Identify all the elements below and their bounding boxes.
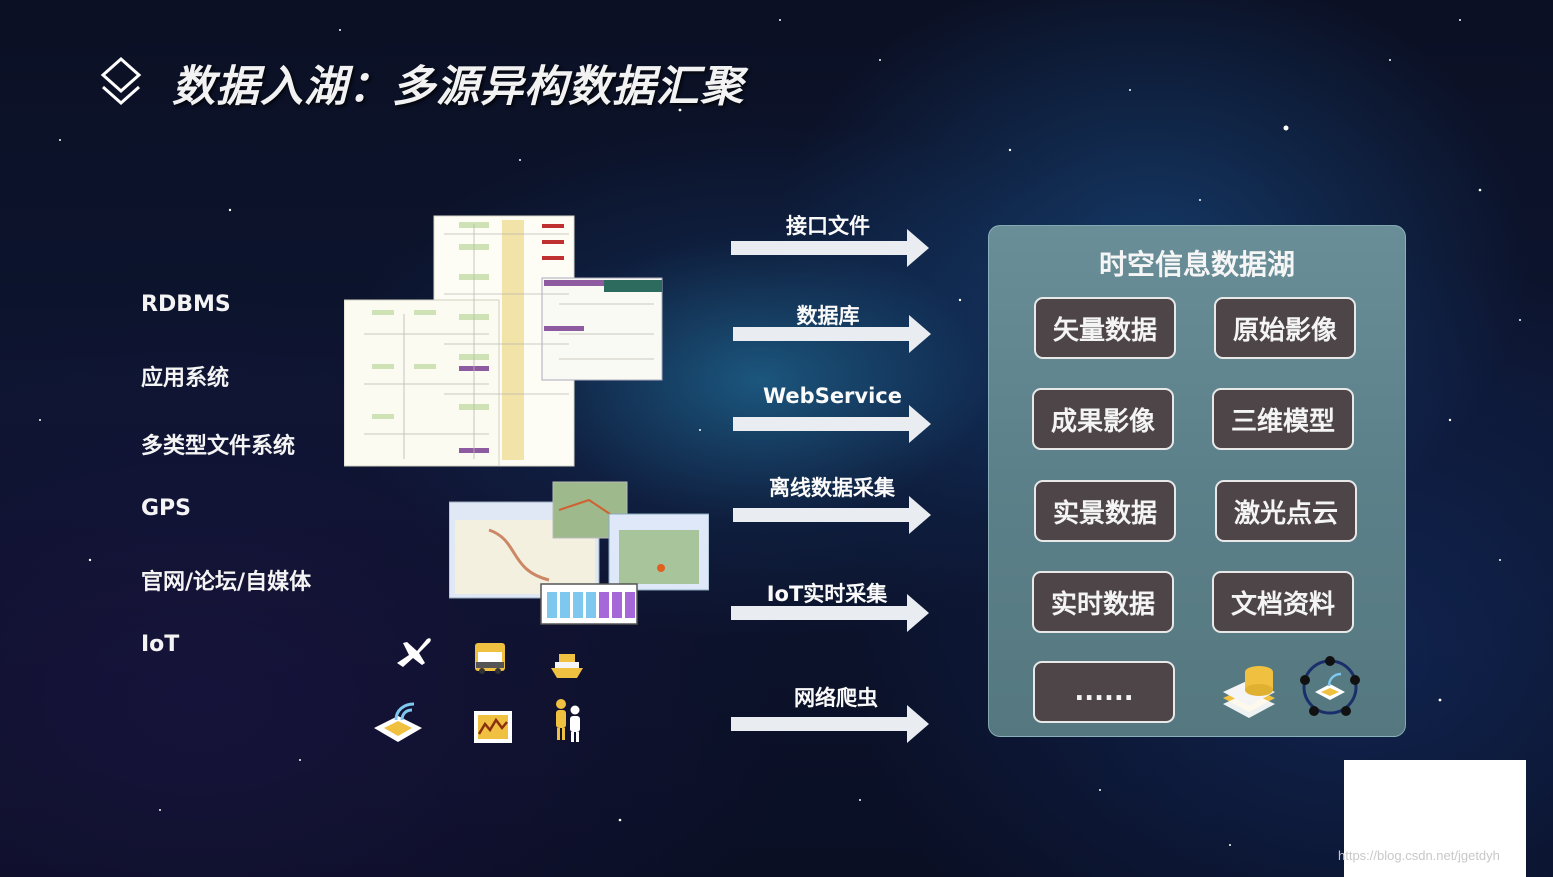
arrow-label-interface-file: 接口文件 [786, 214, 870, 238]
arrow-iot-realtime [731, 594, 929, 632]
lake-cell-reality-data: 实景数据 [1034, 480, 1176, 542]
arrow-label-webservice: WebService [763, 384, 902, 408]
diamond-logo-icon [100, 57, 142, 106]
arrow-label-iot-realtime: IoT实时采集 [766, 582, 888, 606]
lake-cell-result-imagery: 成果影像 [1032, 388, 1174, 450]
arrow-web-crawler [731, 705, 929, 743]
watermark-box [1344, 760, 1526, 877]
arrow-offline-collection [733, 496, 931, 534]
arrow-webservice [733, 405, 931, 443]
lake-cell-vector-data: 矢量数据 [1034, 297, 1176, 359]
arrow-label-offline-collection: 离线数据采集 [769, 476, 895, 500]
title-bar: 数据入湖：多源异构数据汇聚 [100, 52, 744, 114]
source-gps: GPS [141, 496, 192, 521]
map-screenshots-image [449, 481, 709, 625]
arrow-database [733, 315, 931, 353]
source-rdbms: RDBMS [141, 292, 231, 317]
truck-icon [475, 643, 505, 674]
lake-cell-documents: 文档资料 [1212, 571, 1354, 633]
arrow-label-web-crawler: 网络爬虫 [794, 686, 878, 710]
source-iot: IoT [141, 632, 180, 657]
satellite-signal-icon [374, 702, 422, 742]
ship-icon [551, 654, 583, 678]
database-stack-icon [1223, 666, 1275, 718]
lake-cell-raw-imagery: 原始影像 [1214, 297, 1356, 359]
lake-cell-more: ...... [1033, 661, 1175, 723]
page-title: 数据入湖：多源异构数据汇聚 [172, 62, 744, 112]
network-hub-icon [1300, 656, 1360, 716]
source-app-system: 应用系统 [141, 366, 230, 391]
source-file-system: 多类型文件系统 [141, 434, 296, 459]
source-web-media: 官网/论坛/自媒体 [141, 570, 312, 595]
arrow-label-database: 数据库 [796, 304, 860, 328]
people-icon [556, 699, 580, 742]
monitor-chart-icon [474, 711, 512, 743]
airplane-icon [397, 638, 431, 667]
data-lake-title: 时空信息数据湖 [1098, 248, 1295, 281]
arrow-interface-file [731, 229, 929, 267]
lake-cell-3d-model: 三维模型 [1212, 388, 1354, 450]
schema-diagram-image [344, 215, 663, 467]
data-lake-panel: 时空信息数据湖 矢量数据 原始影像 成果影像 三维模型 实景数据 激光点云 实时… [988, 225, 1406, 737]
lake-cell-point-cloud: 激光点云 [1215, 480, 1357, 542]
lake-cell-realtime-data: 实时数据 [1032, 571, 1174, 633]
watermark-text: https://blog.csdn.net/jgetdyh [1338, 848, 1500, 863]
